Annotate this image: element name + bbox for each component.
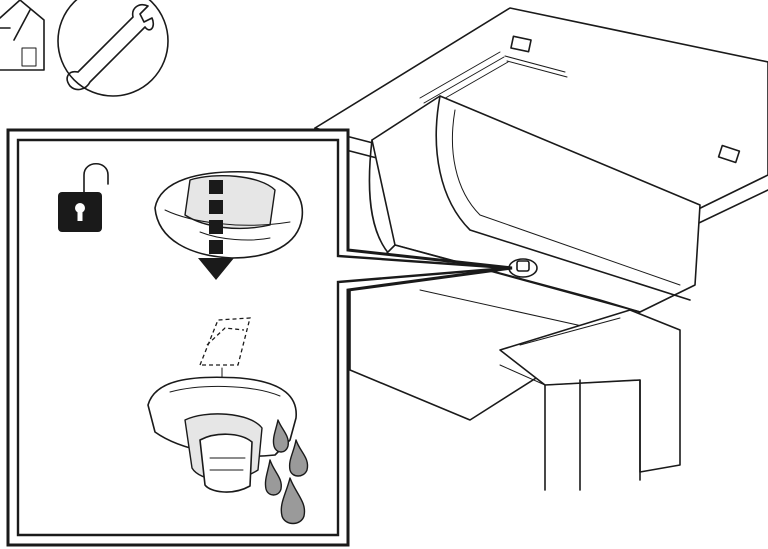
house-installer-icon bbox=[0, 0, 45, 71]
drain-cap-open bbox=[147, 376, 297, 493]
wrench-icon bbox=[57, 0, 169, 97]
detail-callout bbox=[6, 128, 513, 547]
drain-cap-closed bbox=[154, 170, 304, 259]
drain-cap-location bbox=[508, 258, 538, 278]
water-drop-icon bbox=[264, 419, 309, 525]
open-padlock-icon bbox=[58, 162, 109, 232]
hob-appliance bbox=[314, 7, 768, 491]
dashed-down-arrow-icon bbox=[198, 180, 234, 280]
